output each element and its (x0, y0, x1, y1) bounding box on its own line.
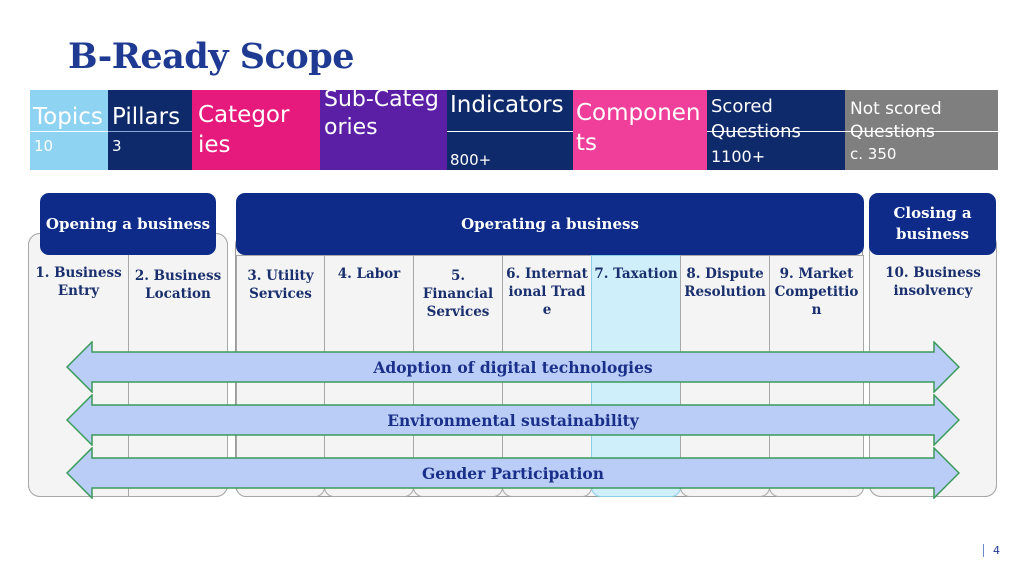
topic-label: 1. Business Entry (35, 265, 122, 299)
arrow-gender-participation: Gender Participation (66, 447, 960, 499)
tile-label: Components (576, 100, 701, 156)
page-number: 4 (983, 544, 1000, 557)
arrow-label: Adoption of digital technologies (373, 357, 653, 377)
tile-count: 10 (34, 137, 54, 155)
tile-categories: Categories (192, 90, 320, 170)
tile-count: 1100+ (711, 147, 766, 166)
tile-count: 3 (112, 137, 122, 155)
tile-label: Indicators (450, 92, 564, 118)
tile-label: Not scored Questions (850, 99, 942, 142)
double-arrow-shape (66, 394, 960, 446)
arrow-digital-technologies: Adoption of digital technologies (66, 341, 960, 393)
tile-scored-questions: Scored Questions 1100+ (707, 90, 845, 170)
tile-divider (447, 131, 573, 132)
tile-count: 800+ (450, 151, 492, 169)
tile-topics: Topics 10 (30, 90, 108, 170)
tile-label: Topics (33, 104, 103, 130)
topic-label: 6. International Trade (506, 266, 588, 318)
double-arrow-shape (66, 341, 960, 393)
tile-indicators: Indicators 800+ (447, 90, 573, 170)
topic-label: 3. Utility Services (247, 268, 314, 302)
topic-label: 9. Market Competition (774, 266, 859, 318)
arrow-label: Gender Participation (422, 463, 604, 483)
tile-label: Pillars (112, 104, 181, 130)
tile-divider (108, 131, 192, 132)
tile-sub-categories: Sub-Categories (320, 90, 447, 170)
tile-label: Categories (198, 102, 290, 158)
tile-count: c. 350 (850, 145, 897, 163)
tile-components: Components (573, 90, 707, 170)
topic-label: 8. Dispute Resolution (684, 266, 766, 300)
tile-not-scored-questions: Not scored Questions c. 350 (845, 90, 998, 170)
tile-pillars: Pillars 3 (108, 90, 192, 170)
topic-label: 5. Financial Services (422, 268, 494, 320)
arrow-environmental-sustainability: Environmental sustainability (66, 394, 960, 446)
phase-closing: Closing a business (869, 193, 996, 255)
tile-label: Scored Questions (711, 96, 801, 142)
topic-label: 2. Business Location (134, 268, 222, 302)
slide-title: B-Ready Scope (68, 36, 354, 77)
tile-divider (845, 131, 998, 132)
topic-label: 10. Business insolvency (885, 265, 981, 299)
phase-operating: Operating a business (236, 193, 864, 255)
phase-opening: Opening a business (40, 193, 216, 255)
double-arrow-shape (66, 447, 960, 499)
topic-label: 4. Labor (337, 266, 401, 282)
topic-label: 7. Taxation (594, 266, 678, 282)
tile-label: Sub-Categories (324, 90, 439, 140)
tile-divider (707, 131, 845, 132)
tile-divider (30, 131, 108, 132)
arrow-label: Environmental sustainability (387, 410, 639, 430)
